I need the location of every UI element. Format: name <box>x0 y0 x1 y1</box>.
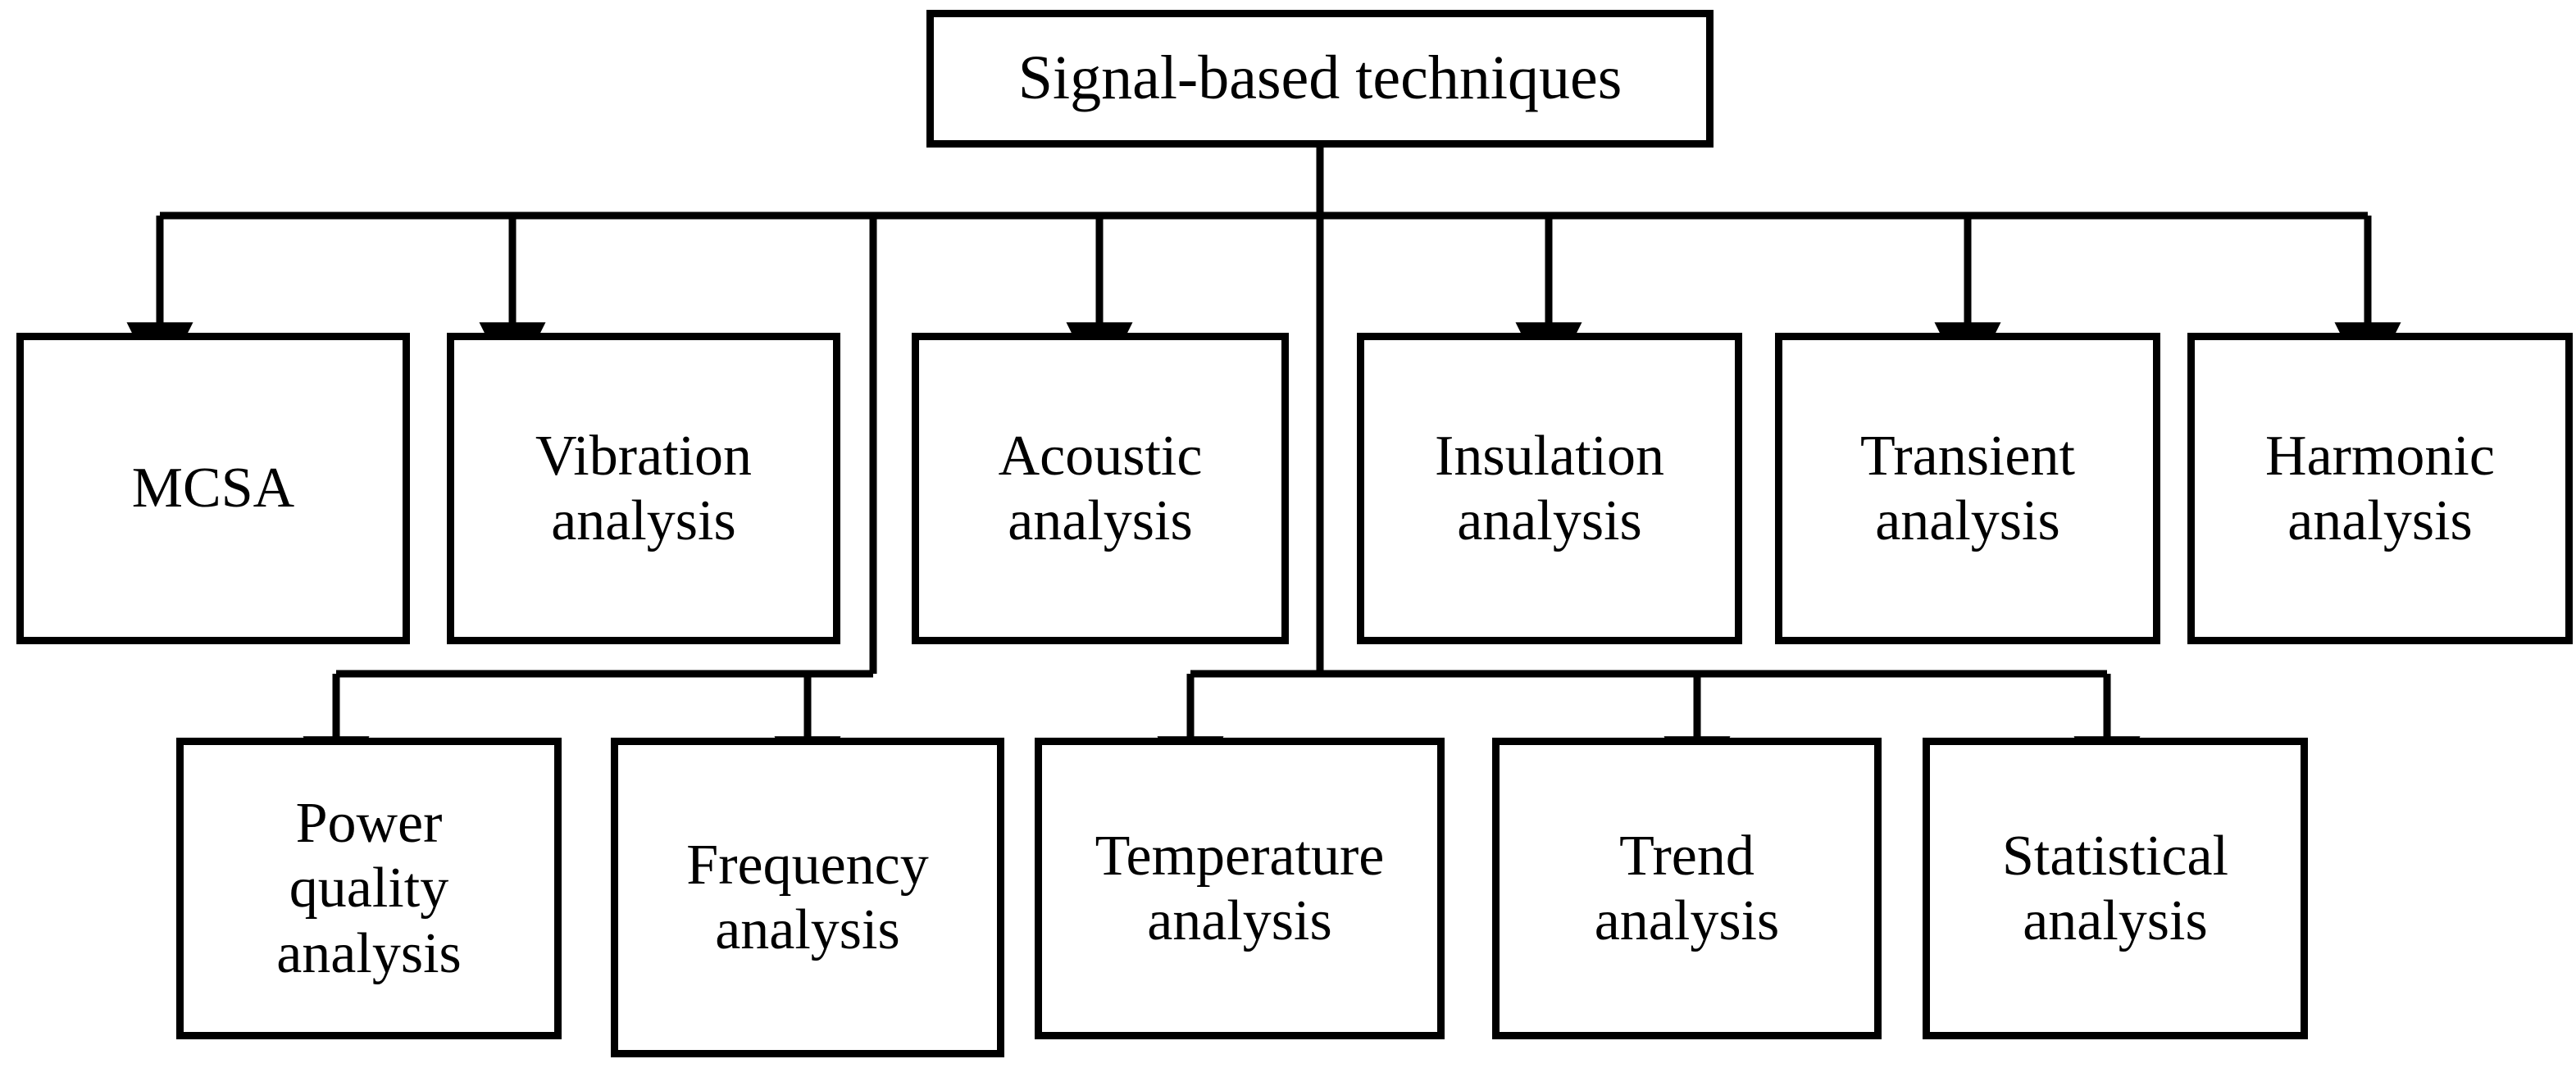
node-trend-label: Trend analysis <box>1594 824 1780 952</box>
node-power-quality[interactable]: Power quality analysis <box>176 738 562 1039</box>
node-acoustic-label: Acoustic analysis <box>998 424 1203 552</box>
node-harmonic-label: Harmonic analysis <box>2265 424 2495 552</box>
node-trend[interactable]: Trend analysis <box>1492 738 1882 1039</box>
node-harmonic[interactable]: Harmonic analysis <box>2187 333 2573 644</box>
node-statistical-label: Statistical analysis <box>2001 824 2229 952</box>
node-root-label: Signal-based techniques <box>1017 43 1623 113</box>
node-mcsa[interactable]: MCSA <box>16 333 410 644</box>
node-transient[interactable]: Transient analysis <box>1775 333 2160 644</box>
node-power-quality-label: Power quality analysis <box>276 792 462 985</box>
node-root[interactable]: Signal-based techniques <box>926 10 1714 148</box>
node-vibration-label: Vibration analysis <box>535 424 753 552</box>
node-temperature-label: Temperature analysis <box>1095 824 1385 952</box>
node-insulation-label: Insulation analysis <box>1435 424 1664 552</box>
node-statistical[interactable]: Statistical analysis <box>1923 738 2308 1039</box>
node-transient-label: Transient analysis <box>1860 424 2075 552</box>
node-vibration[interactable]: Vibration analysis <box>447 333 840 644</box>
node-temperature[interactable]: Temperature analysis <box>1035 738 1445 1039</box>
node-frequency[interactable]: Frequency analysis <box>611 738 1004 1057</box>
node-mcsa-label: MCSA <box>131 457 295 520</box>
node-insulation[interactable]: Insulation analysis <box>1357 333 1742 644</box>
node-acoustic[interactable]: Acoustic analysis <box>912 333 1289 644</box>
node-frequency-label: Frequency analysis <box>686 833 929 961</box>
